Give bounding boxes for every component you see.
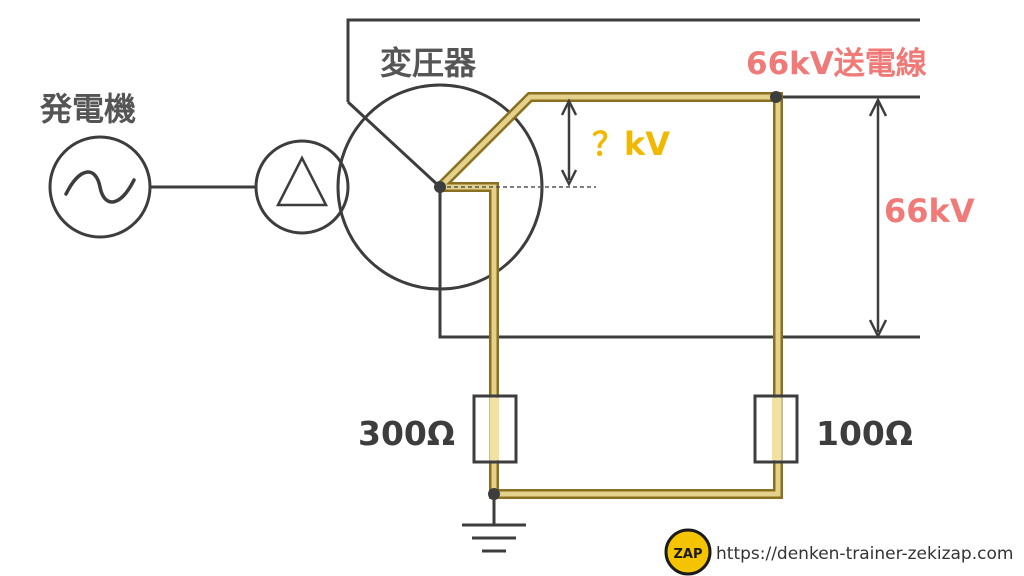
delta-winding-circle <box>254 139 350 235</box>
generator-label: 発電機 <box>39 90 136 128</box>
arrow-head-down <box>868 319 888 339</box>
neutral-point-dot <box>434 181 446 193</box>
line-junction-dot <box>770 91 782 103</box>
line-conductor-lower <box>438 187 920 339</box>
delta-icon <box>275 155 329 207</box>
resistor-100-label: 100Ω <box>816 414 913 453</box>
transformer-top-wire <box>346 18 920 102</box>
star-branch-upper-left <box>346 100 442 189</box>
resistor-300-highlight <box>490 398 499 460</box>
resistor-300-label: 300Ω <box>358 414 455 453</box>
transmission-line-label: 66kV送電線 <box>746 46 927 82</box>
site-url-link[interactable]: https://denken-trainer-zekizap.com <box>716 544 1013 564</box>
site-logo[interactable]: ZAP <box>664 528 712 576</box>
ac-wave-icon <box>64 170 136 204</box>
arrow-head-up <box>868 97 888 117</box>
fault-path-fill <box>438 94 781 497</box>
line-voltage-label: 66kV <box>884 192 975 230</box>
ground-junction-dot <box>488 488 500 500</box>
arrow-head-down <box>560 169 578 187</box>
transformer-label: 変圧器 <box>380 44 477 82</box>
unknown-voltage-label: ？kV <box>592 125 670 163</box>
logo-text: ZAP <box>673 547 702 562</box>
resistor-100-highlight <box>772 398 781 460</box>
arrow-head-up <box>560 98 578 116</box>
